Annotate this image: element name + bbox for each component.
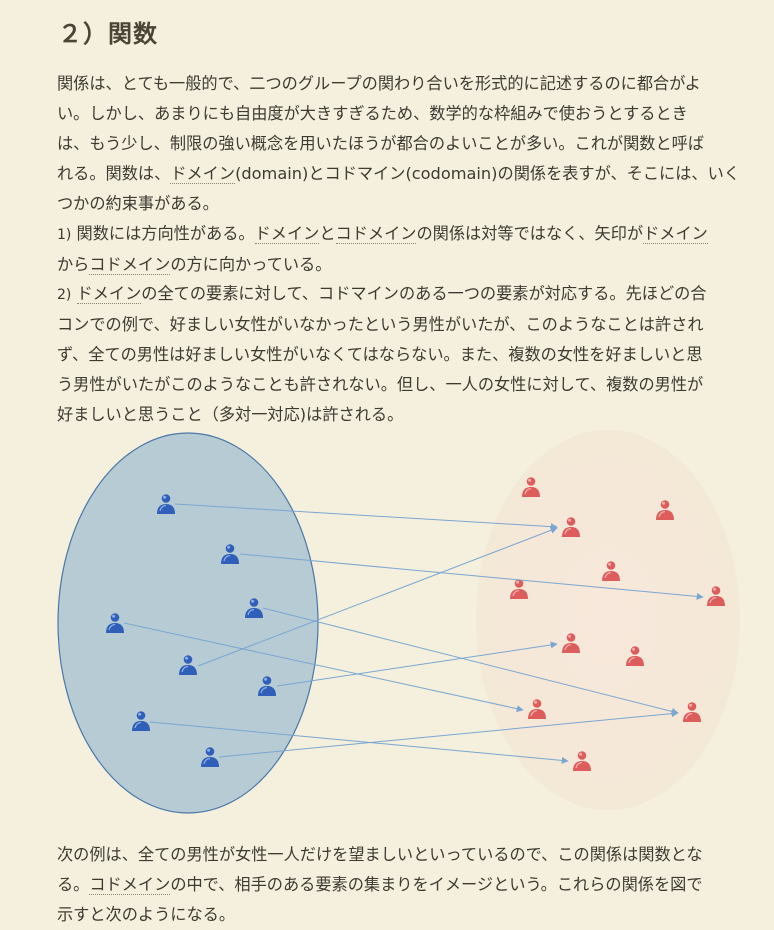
mapping-arrow <box>218 710 679 758</box>
text-fragment: から <box>57 255 90 274</box>
text-fragment: の中で、相手のある要素の集まりをイメージという。これらの関係を図で <box>170 875 703 894</box>
mapping-arrow <box>276 641 558 687</box>
text-line: ず、全ての男性は好ましい女性がいなくてはならない。また、複数の女性を好ましいと思 <box>57 345 703 364</box>
function-mapping-diagram <box>57 430 740 814</box>
glossary-term-link[interactable]: コドメイン <box>335 224 417 244</box>
intro-paragraph: 関係は、とても一般的で、二つのグループの関わり合いを形式的に記述するのに都合がよ… <box>57 69 747 219</box>
mapping-arrow <box>197 526 558 667</box>
mapping-arrows <box>123 503 704 764</box>
text-line: コンでの例で、好ましい女性がいなかったという男性がいたが、このようなことは許され <box>57 315 704 334</box>
glossary-term-link[interactable]: ドメイン <box>254 224 320 244</box>
text-fragment <box>71 284 76 303</box>
text-line: 1) 関数には方向性がある。ドメインとコドメインの関係は対等ではなく、矢印がドメ… <box>57 219 747 250</box>
text-fragment: れる。関数は、 <box>57 164 171 183</box>
text-line: う男性がいたがこのようなことも許されない。但し、一人の女性に対して、複数の男性が <box>57 375 704 394</box>
text-line: る。コドメインの中で、相手のある要素の集まりをイメージという。これらの関係を図で <box>57 870 747 900</box>
glossary-term-link[interactable]: ドメイン <box>643 224 708 244</box>
text-line: い。しかし、あまりにも自由度が大きすぎるため、数学的な枠組みで使おうとするとき <box>57 104 688 123</box>
text-line: 関係は、とても一般的で、二つのグループの関わり合いを形式的に記述するのに都合がよ <box>57 74 701 93</box>
text-fragment: る。 <box>57 875 90 894</box>
rule-number: 2) <box>57 287 72 303</box>
text-fragment: の方に向かっている。 <box>170 255 332 274</box>
glossary-term-link[interactable]: コドメイン <box>89 255 171 275</box>
rule-2-paragraph: 2) ドメインの全ての要素に対して、コドマインのある一つの要素が対応する。先ほど… <box>57 279 747 430</box>
domain-set <box>57 432 319 814</box>
glossary-term-link[interactable]: コドメイン <box>89 875 171 895</box>
text-line: 次の例は、全ての男性が女性一人だけを望ましいといっているので、この関係は関数とな <box>57 845 703 864</box>
text-line: は、もう少し、制限の強い概念を用いたほうが都合のよいことが多い。これが関数と呼ば <box>57 134 705 153</box>
text-fragment: の関係は対等ではなく、矢印が <box>416 224 644 243</box>
text-line: 好ましいと思うこと（多対一対応)は許される。 <box>57 405 404 424</box>
rule-number: 1) <box>57 227 72 243</box>
text-line: つかの約束事がある。 <box>57 194 219 213</box>
text-fragment: (domain)とコドマイン(codomain)の関係を表すが、そこには、いく <box>235 164 740 183</box>
glossary-term-link[interactable]: ドメイン <box>170 164 236 184</box>
text-line: からコドメインの方に向かっている。 <box>57 250 747 280</box>
text-fragment: と <box>319 224 336 243</box>
text-line: 2) ドメインの全ての要素に対して、コドマインのある一つの要素が対応する。先ほど… <box>57 279 747 310</box>
glossary-term-link[interactable]: ドメイン <box>76 284 142 304</box>
mapping-arrow <box>174 503 558 531</box>
mapping-arrow <box>123 622 524 713</box>
outro-paragraph: 次の例は、全ての男性が女性一人だけを望ましいといっているので、この関係は関数とな… <box>57 840 747 930</box>
text-line: 示すと次のようになる。 <box>57 905 236 924</box>
mapping-arrow <box>262 607 679 715</box>
text-line: れる。関数は、ドメイン(domain)とコドマイン(codomain)の関係を表… <box>57 159 747 189</box>
text-fragment: の全ての要素に対して、コドマインのある一つの要素が対応する。先ほどの合 <box>141 284 707 303</box>
mapping-arrow <box>239 553 704 600</box>
text-fragment: 関数には方向性がある。 <box>71 224 255 243</box>
codomain-set <box>476 430 740 810</box>
mapping-arrow <box>149 721 569 764</box>
section-heading: ２）関数 <box>58 20 158 48</box>
rule-1-paragraph: 1) 関数には方向性がある。ドメインとコドメインの関係は対等ではなく、矢印がドメ… <box>57 219 747 280</box>
